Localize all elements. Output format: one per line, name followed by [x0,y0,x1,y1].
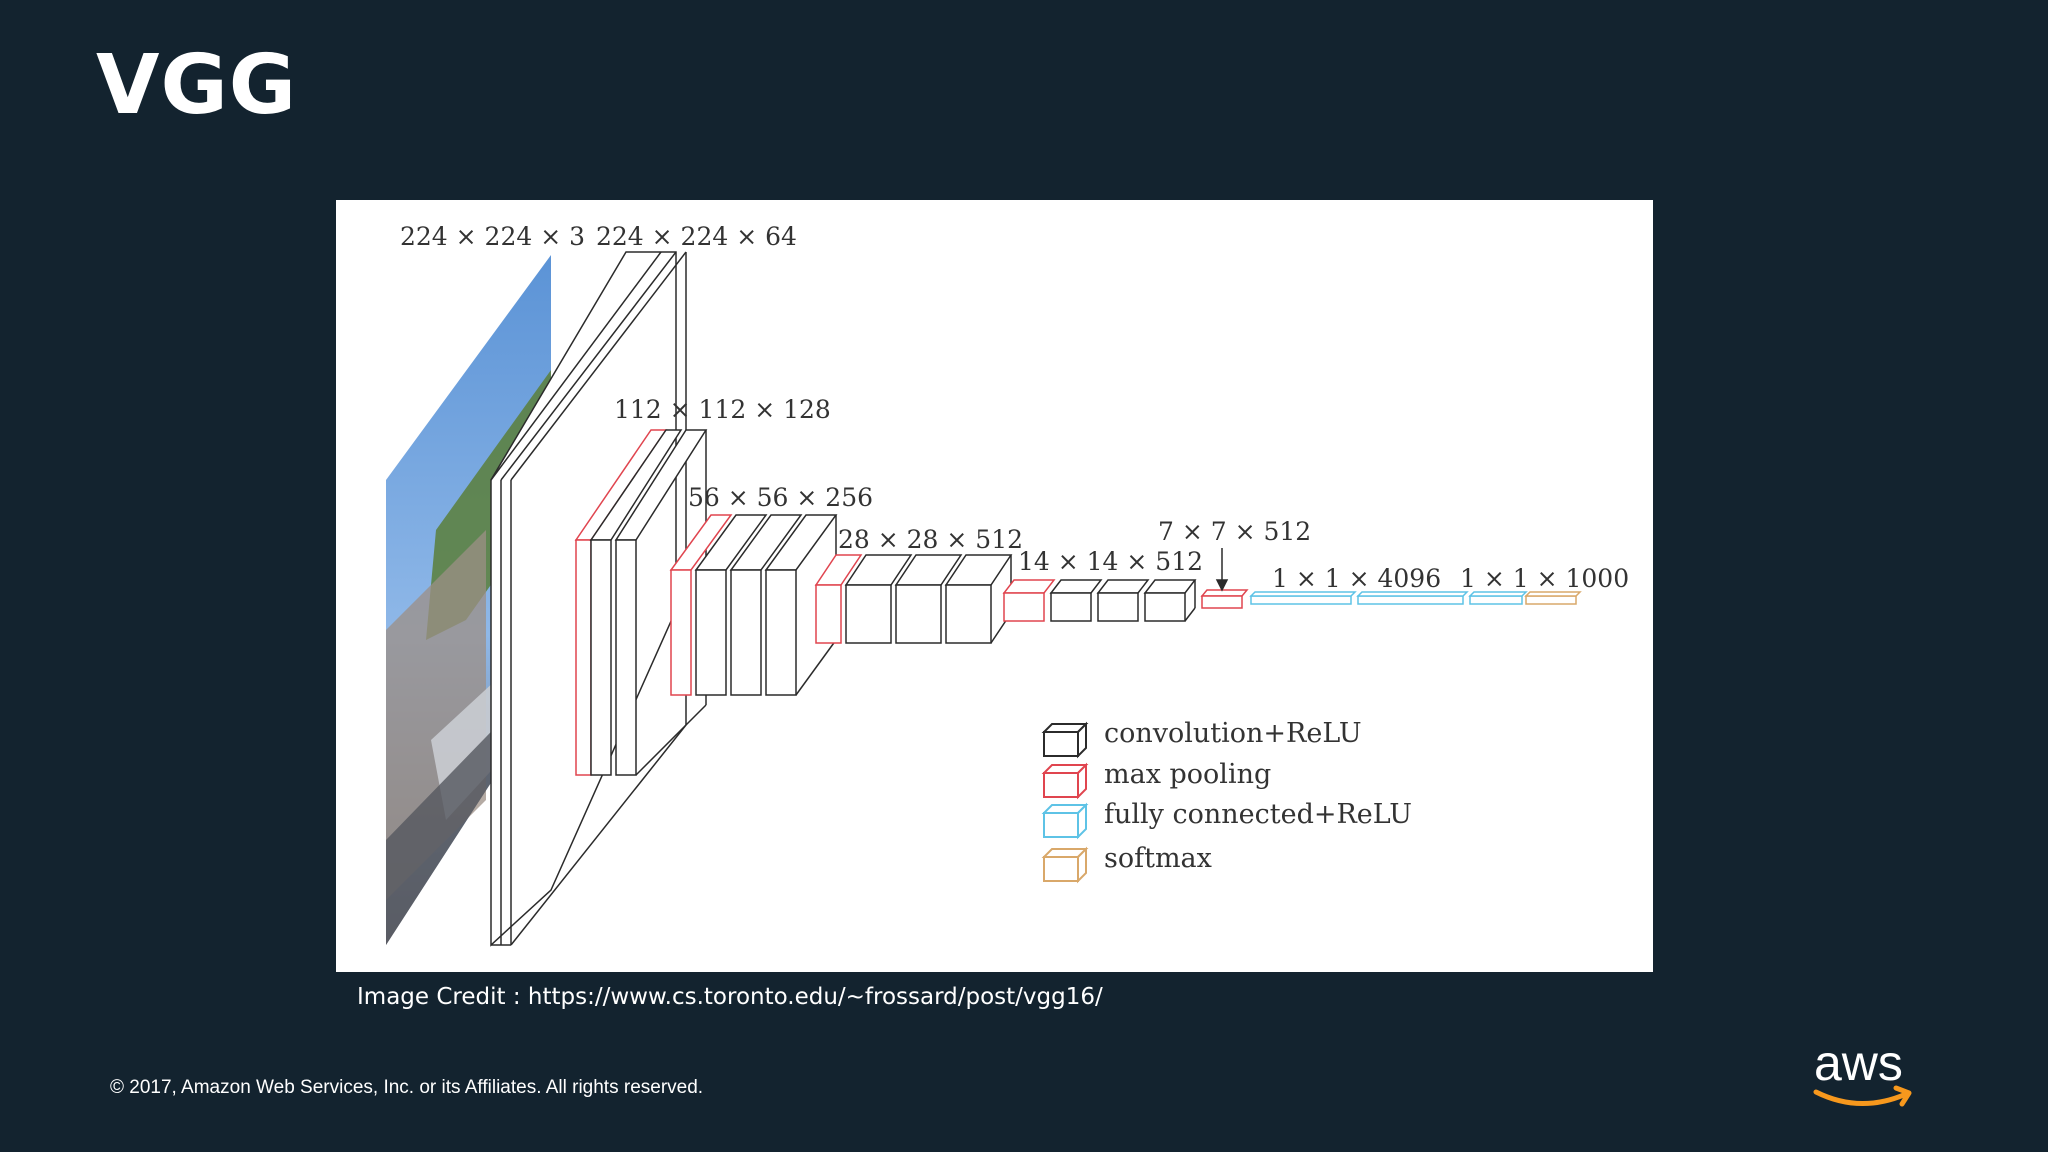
aws-logo: aws [1813,1040,1912,1107]
aws-smile-icon [1813,1089,1909,1106]
pool5-block [1200,589,1249,609]
softmax-layer [1524,591,1582,605]
aws-logo-text: aws [1814,1040,1903,1091]
legend: convolution+ReLU max pooling fully conne… [1041,718,1412,884]
legend-label-fc: fully connected+ReLU [1104,799,1412,830]
label-conv3: 56 × 56 × 256 [688,483,873,512]
legend-label-pool: max pooling [1104,759,1271,790]
legend-label-conv: convolution+ReLU [1104,718,1362,749]
image-credit: Image Credit : https://www.cs.toronto.ed… [357,984,1103,1010]
legend-item-fc: fully connected+ReLU [1041,799,1412,840]
conv2-block [574,429,708,776]
conv4-block [814,554,1013,644]
label-pool5: 7 × 7 × 512 [1158,517,1311,546]
label-fc: 1 × 1 × 4096 [1272,564,1441,593]
legend-label-softmax: softmax [1104,843,1212,874]
legend-item-pool: max pooling [1041,759,1271,800]
legend-item-softmax: softmax [1041,843,1212,884]
copyright-notice: © 2017, Amazon Web Services, Inc. or its… [110,1077,704,1098]
label-input: 224 × 224 × 3 [400,222,585,251]
conv5-block [1002,579,1197,622]
vgg-diagram: 224 × 224 × 3 224 × 224 × 64 112 × 112 ×… [386,222,1629,947]
label-conv2: 112 × 112 × 128 [614,395,831,424]
label-conv1: 224 × 224 × 64 [596,222,797,251]
label-softmax: 1 × 1 × 1000 [1460,564,1629,593]
slide-title: VGG [96,38,298,133]
legend-item-conv: convolution+ReLU [1041,718,1362,759]
aws-arrow-icon [1893,1085,1912,1107]
pool5-arrow [1215,548,1229,592]
fc-layers [1249,591,1528,605]
label-conv5: 14 × 14 × 512 [1018,547,1203,576]
conv3-block [669,514,838,696]
vgg-architecture-figure: 224 × 224 × 3 224 × 224 × 64 112 × 112 ×… [336,200,1653,972]
label-conv4: 28 × 28 × 512 [838,525,1023,554]
